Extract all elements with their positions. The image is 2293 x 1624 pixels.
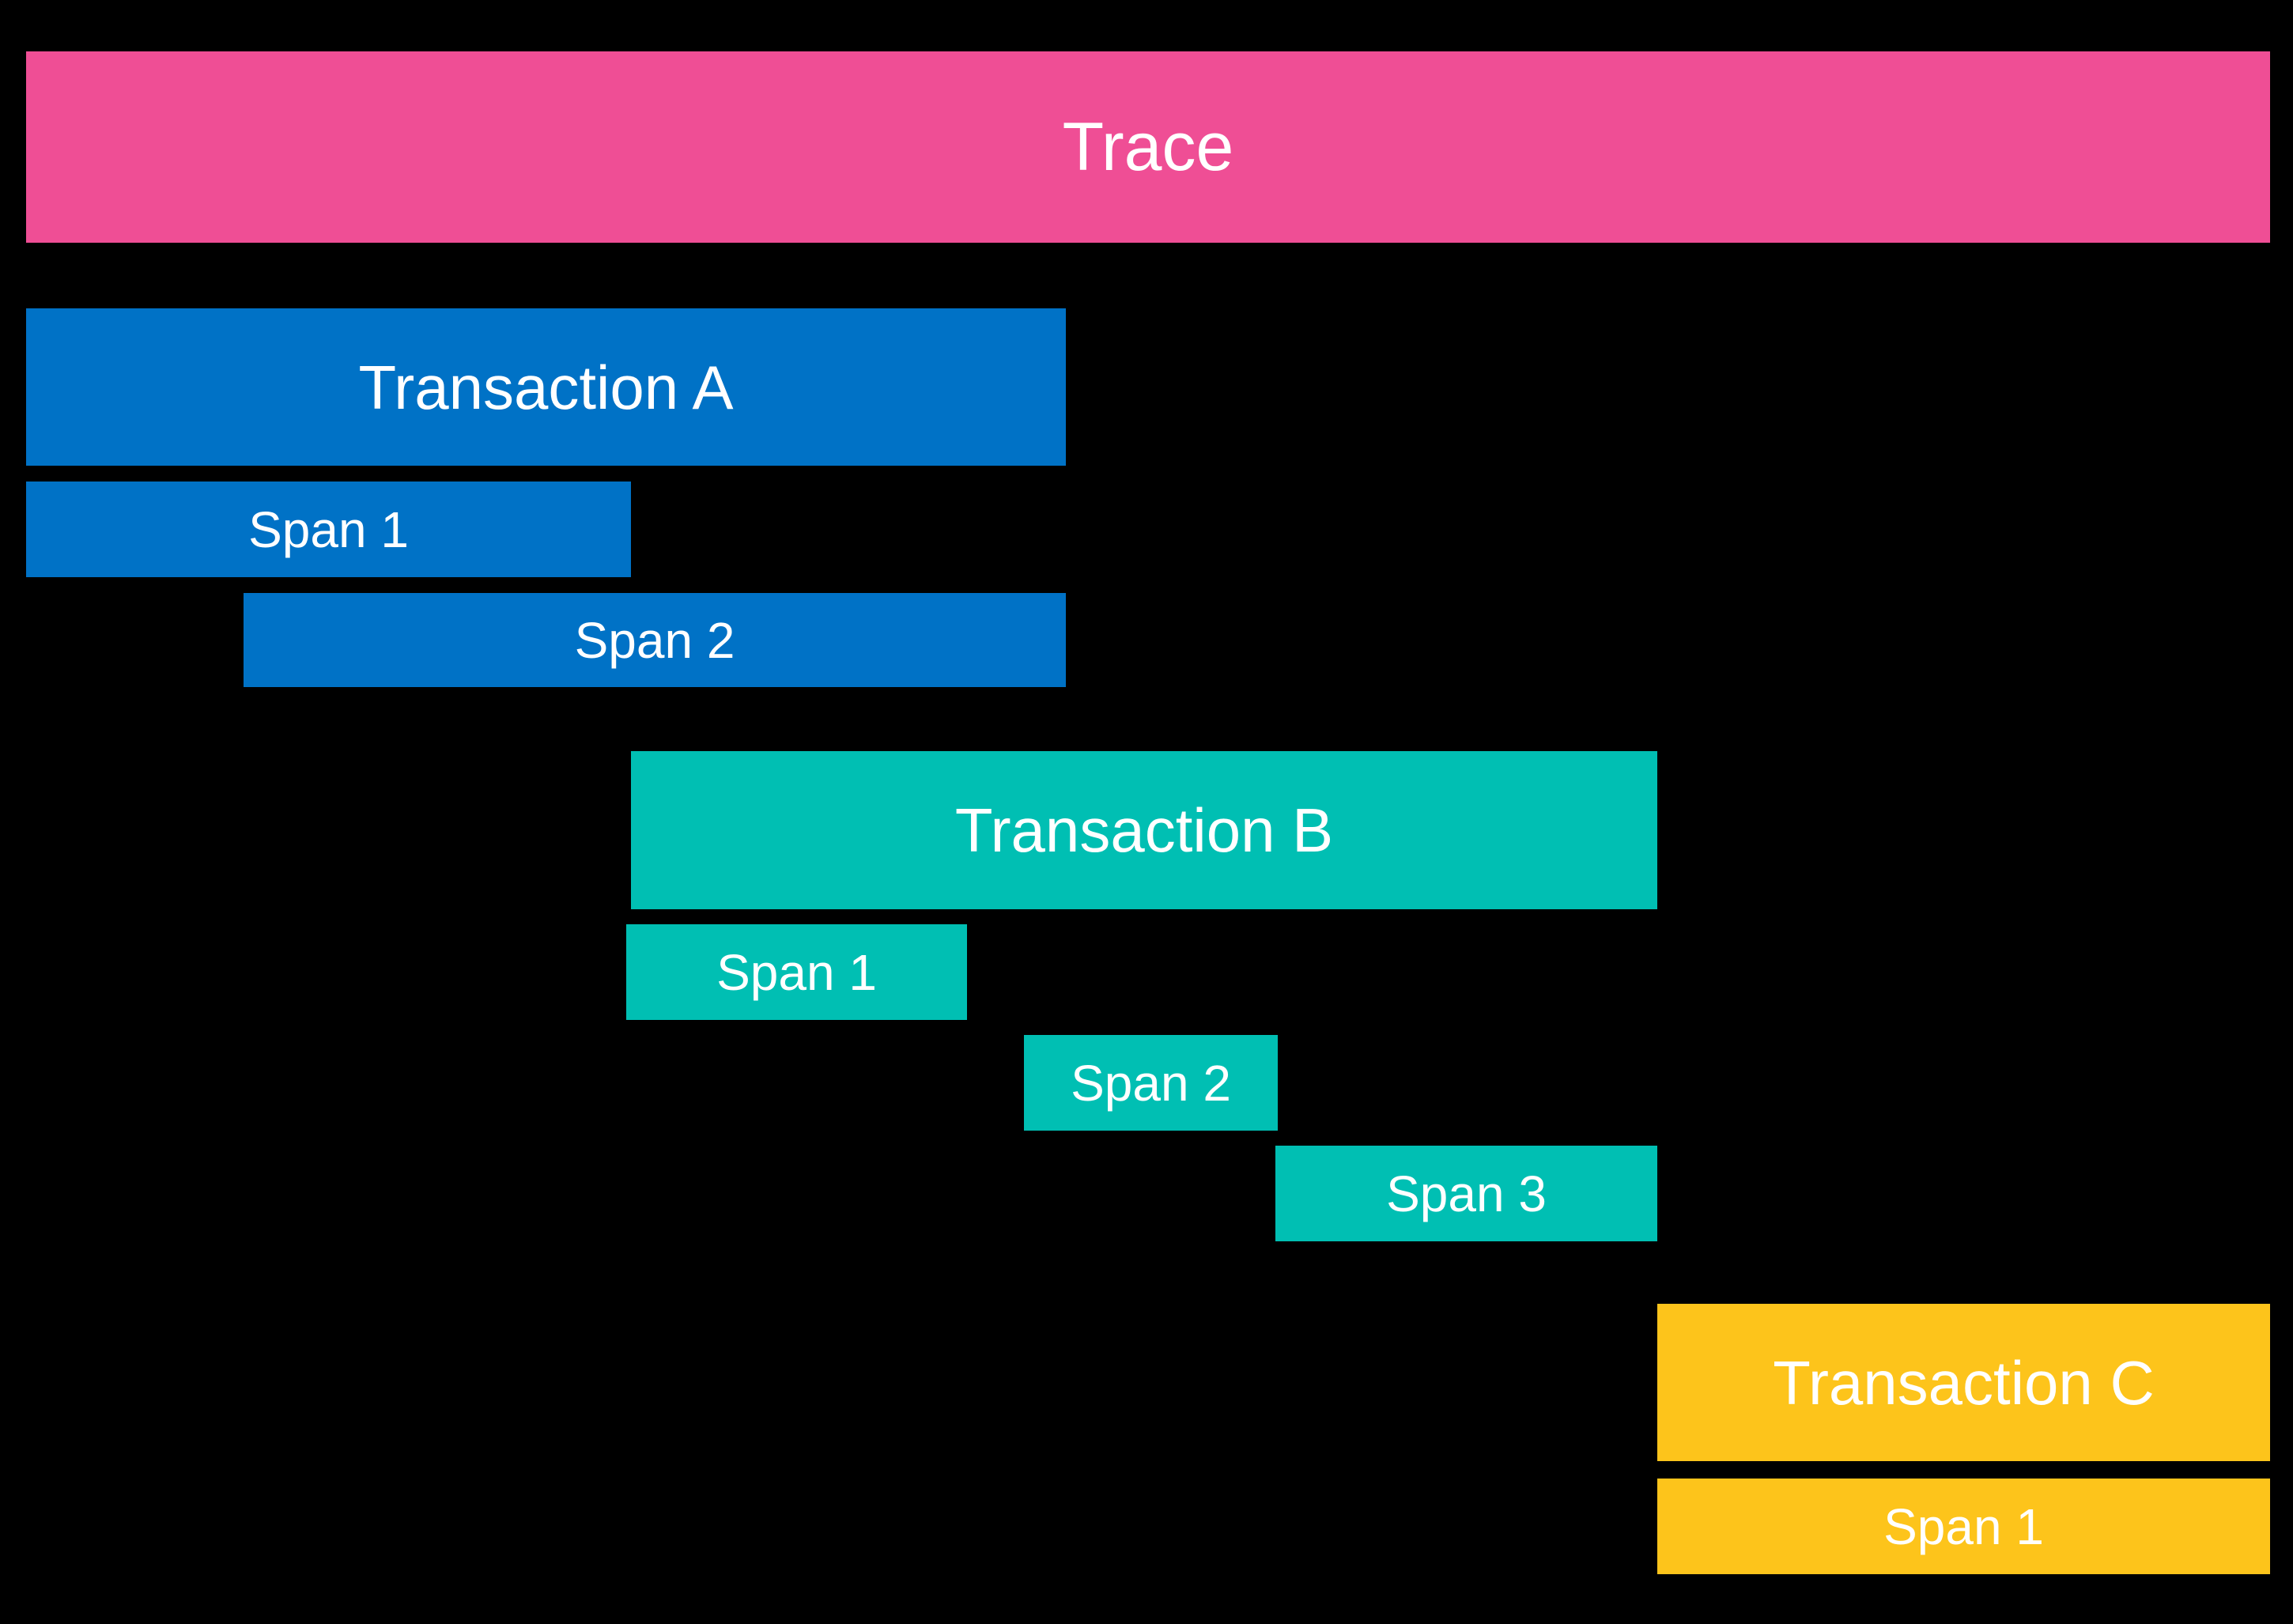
bar-transaction-c[interactable]: Transaction C: [1657, 1304, 2270, 1461]
bar-transaction-a[interactable]: Transaction A: [26, 308, 1066, 466]
bar-label-transaction-a-span-1: Span 1: [248, 500, 409, 558]
bar-transaction-b-span-3[interactable]: Span 3: [1275, 1146, 1657, 1241]
bar-transaction-a-span-2[interactable]: Span 2: [244, 593, 1066, 687]
bar-transaction-c-span-1[interactable]: Span 1: [1657, 1479, 2270, 1574]
bar-label-trace: Trace: [1062, 109, 1234, 185]
bar-label-transaction-c-span-1: Span 1: [1883, 1497, 2044, 1555]
bar-transaction-a-span-1[interactable]: Span 1: [26, 482, 631, 577]
bar-label-transaction-b-span-3: Span 3: [1386, 1165, 1547, 1222]
bar-label-transaction-c: Transaction C: [1773, 1347, 2155, 1418]
bar-transaction-b[interactable]: Transaction B: [631, 751, 1657, 909]
bar-transaction-b-span-1[interactable]: Span 1: [626, 924, 967, 1020]
bar-label-transaction-b-span-1: Span 1: [716, 943, 877, 1001]
bar-label-transaction-b: Transaction B: [954, 795, 1334, 865]
bar-label-transaction-a-span-2: Span 2: [574, 611, 735, 669]
bar-label-transaction-a: Transaction A: [358, 352, 734, 422]
bar-label-transaction-b-span-2: Span 2: [1071, 1054, 1231, 1112]
bar-transaction-b-span-2[interactable]: Span 2: [1024, 1035, 1278, 1131]
bar-trace[interactable]: Trace: [26, 51, 2270, 243]
